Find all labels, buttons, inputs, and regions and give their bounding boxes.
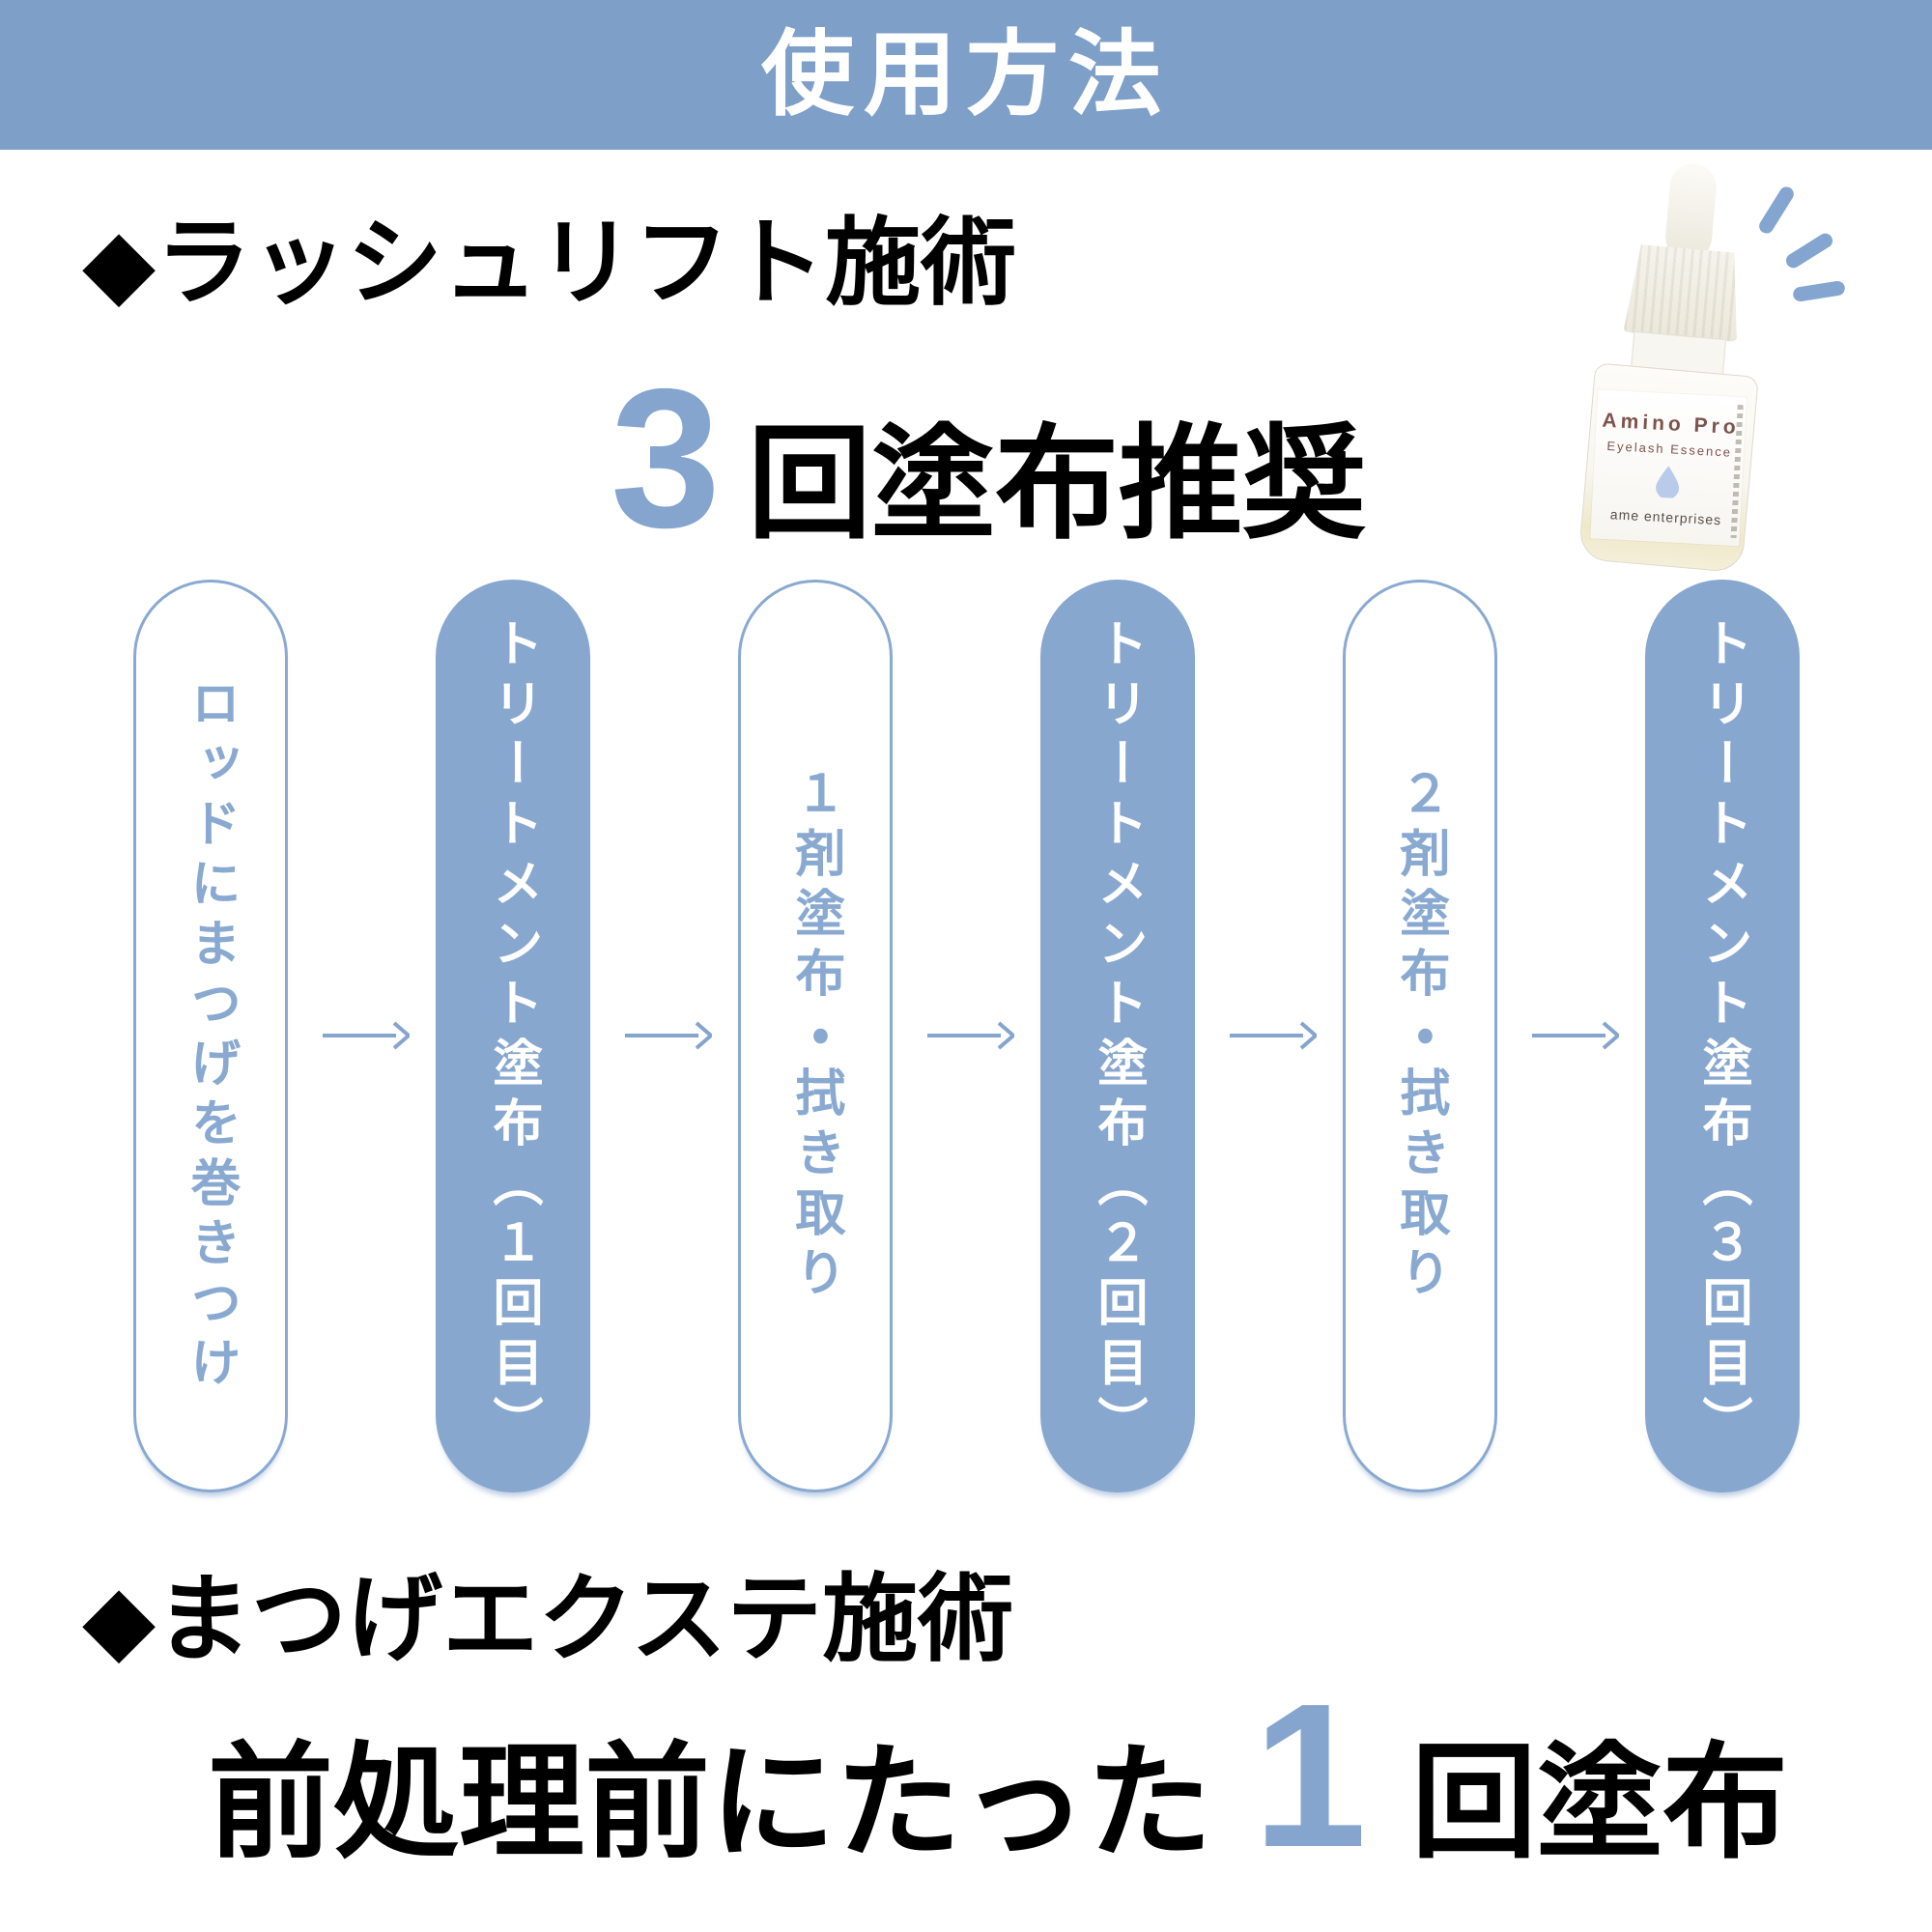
flow-step-1: ロッドにまつげを巻きつけ [133,580,288,1492]
flow-step-label: １剤塗布・拭き取り [787,766,843,1306]
right-arrow-icon [323,1021,410,1050]
bottle-body: Amino Pro Eyelash Essence ame enterprise… [1577,362,1759,574]
page-title: 使用方法 [761,22,1171,127]
flow-step-label: ロッドにまつげを巻きつけ [183,676,239,1396]
flow-step-2: トリートメント塗布（１回目） [436,580,590,1492]
lash-lift-recommendation-line: 3 回塗布推奨 [611,359,1366,557]
dropper-bottle: Amino Pro Eyelash Essence ame enterprise… [1574,156,1782,576]
flow-step-label: ２剤塗布・拭き取り [1392,766,1448,1306]
sparkle-lines-icon [1792,279,1846,303]
right-arrow-icon [1532,1021,1619,1050]
flow-step-5: ２剤塗布・拭き取り [1343,580,1497,1492]
application-count-text: 回塗布推奨 [748,415,1367,554]
flow-step-3: １剤塗布・拭き取り [738,580,893,1492]
product-subtitle: Eyelash Essence [1606,438,1733,460]
flow-step-label: トリートメント塗布（３回目） [1694,616,1750,1456]
maker-name: ame enterprises [1609,506,1722,528]
extension-recommendation-line: 前処理前にたった 1 回塗布 [208,1673,1788,1878]
product-label: Amino Pro Eyelash Essence ame enterprise… [1590,389,1747,547]
flow-step-label: トリートメント塗布（１回目） [485,616,541,1456]
title-banner: 使用方法 [0,0,1932,150]
flow-step-label: トリートメント塗布（２回目） [1090,616,1146,1456]
application-text: 回塗布 [1410,1732,1788,1873]
product-photo: Amino Pro Eyelash Essence ame enterprise… [1565,161,1903,574]
right-arrow-icon [625,1021,712,1050]
pretreatment-text: 前処理前にたった [208,1732,1213,1873]
sparkle-lines-icon [1783,230,1835,271]
dropper-bulb [1663,161,1719,263]
product-name: Amino Pro [1602,409,1741,440]
extension-heading: ◆まつげエクステ施術 [82,1565,1014,1672]
right-arrow-icon [927,1021,1014,1050]
application-count-1: 1 [1253,1661,1367,1889]
bottle-cap [1623,243,1745,342]
droplet-icon [1656,466,1680,498]
lash-lift-heading: ◆ラッシュリフト施術 [82,209,1017,316]
application-count-3: 3 [611,348,722,569]
flow-step-6: トリートメント塗布（３回目） [1645,580,1800,1492]
flow-step-4: トリートメント塗布（２回目） [1040,580,1195,1492]
right-arrow-icon [1230,1021,1317,1050]
